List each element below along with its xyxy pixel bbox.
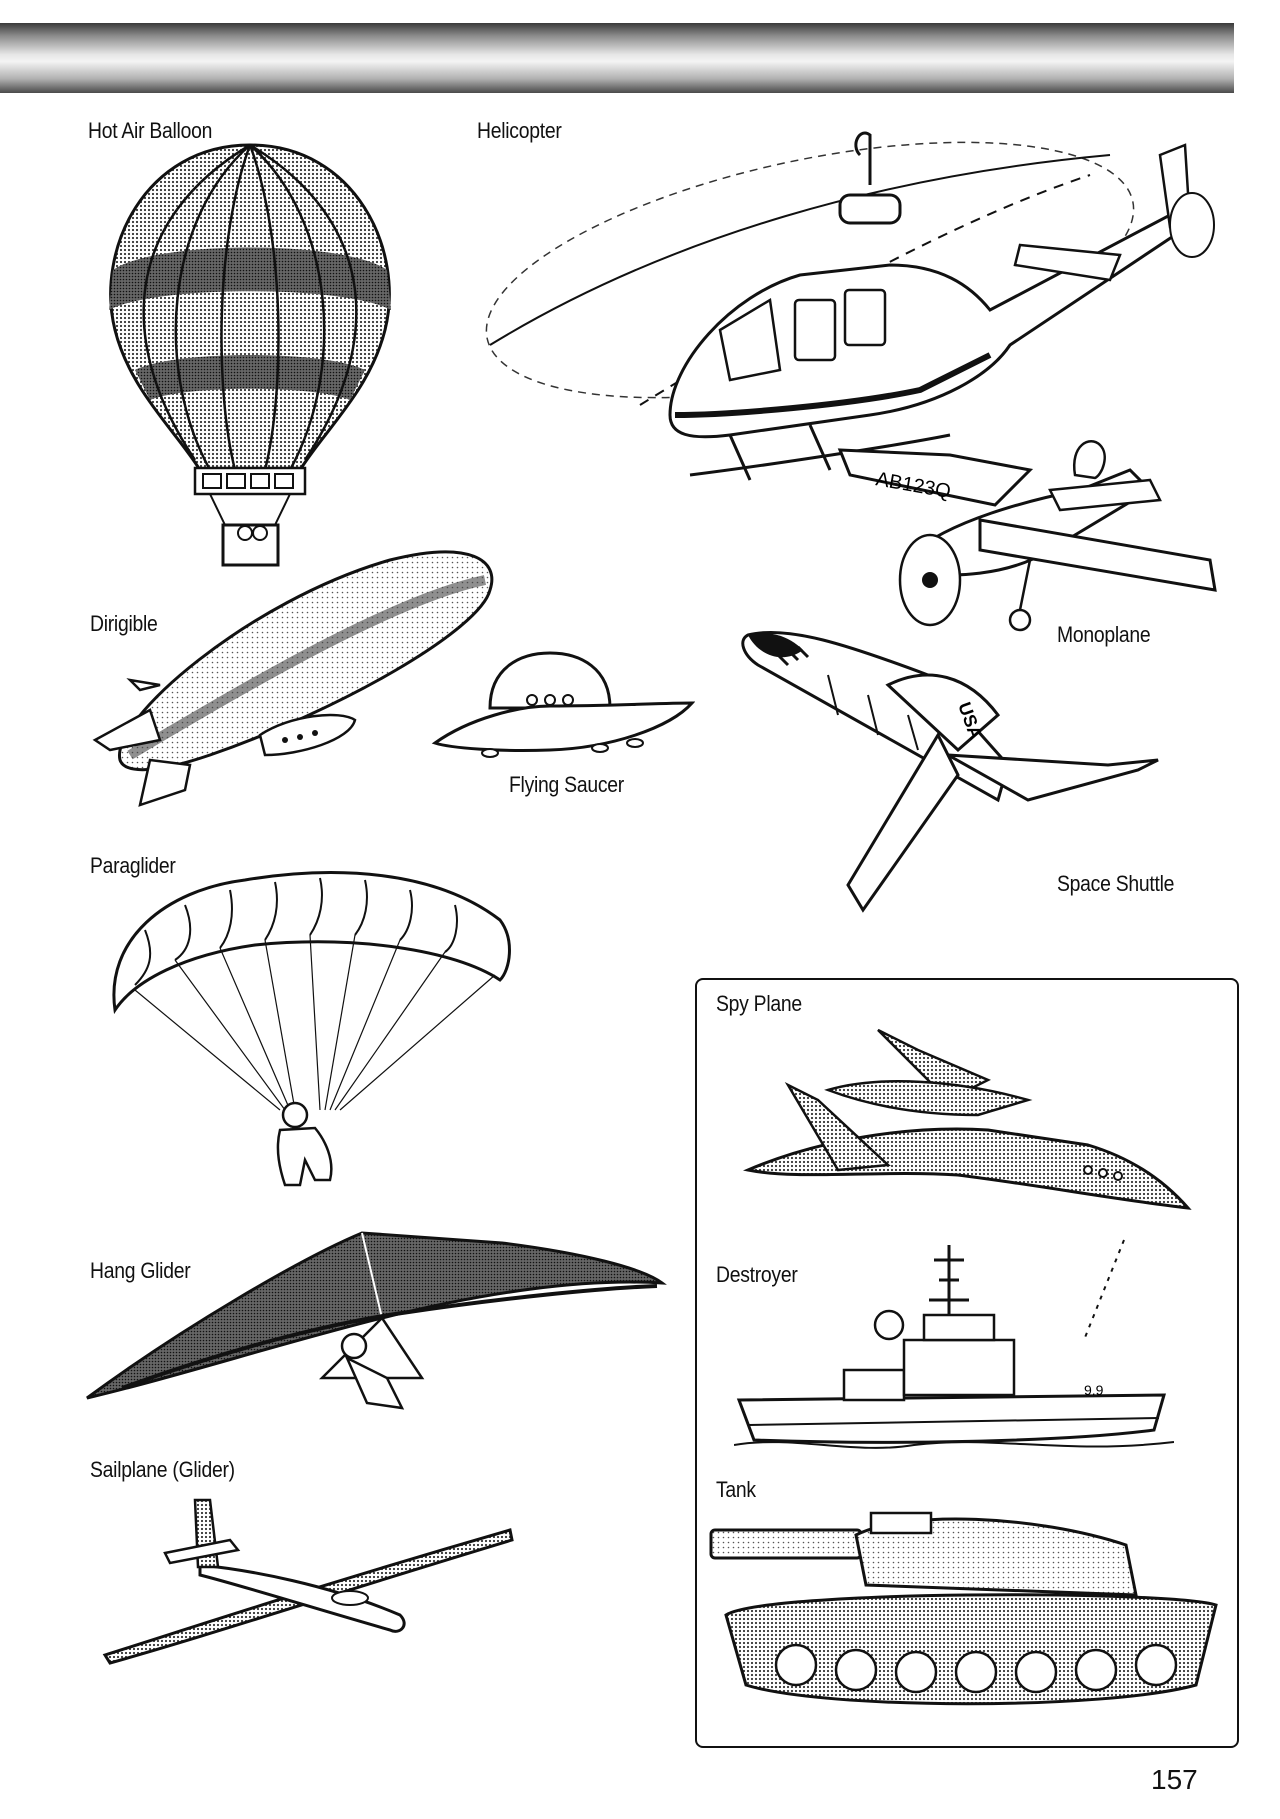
tank-illustration — [706, 1505, 1226, 1720]
destroyer-illustration: 9.9 — [734, 1230, 1174, 1455]
destroyer-hull-marking: 9.9 — [1084, 1382, 1104, 1398]
label-tank: Tank — [716, 1477, 756, 1502]
label-monoplane: Monoplane — [1057, 622, 1151, 647]
hot-air-balloon-illustration — [95, 140, 405, 580]
hang-glider-illustration — [82, 1228, 667, 1413]
header-bar — [0, 23, 1234, 93]
dirigible-illustration — [90, 540, 510, 810]
label-paraglider: Paraglider — [90, 853, 176, 878]
spy-plane-illustration — [738, 1020, 1193, 1215]
paraglider-illustration — [105, 860, 515, 1205]
label-hang-glider: Hang Glider — [90, 1258, 191, 1283]
label-space-shuttle: Space Shuttle — [1057, 871, 1175, 896]
label-sailplane: Sailplane (Glider) — [90, 1457, 235, 1482]
page-number: 157 — [1151, 1764, 1198, 1795]
flying-saucer-illustration — [430, 648, 695, 768]
label-flying-saucer: Flying Saucer — [509, 772, 624, 797]
label-helicopter: Helicopter — [477, 118, 562, 143]
label-destroyer: Destroyer — [716, 1262, 798, 1287]
label-dirigible: Dirigible — [90, 611, 158, 636]
monoplane-illustration: AB123Q — [830, 430, 1230, 645]
sailplane-illustration — [100, 1495, 515, 1665]
military-vehicles-box — [695, 978, 1239, 1748]
helicopter-illustration — [470, 115, 1230, 495]
space-shuttle-illustration: USA — [728, 625, 1168, 935]
label-spy-plane: Spy Plane — [716, 991, 802, 1016]
label-hot-air-balloon: Hot Air Balloon — [88, 118, 213, 143]
